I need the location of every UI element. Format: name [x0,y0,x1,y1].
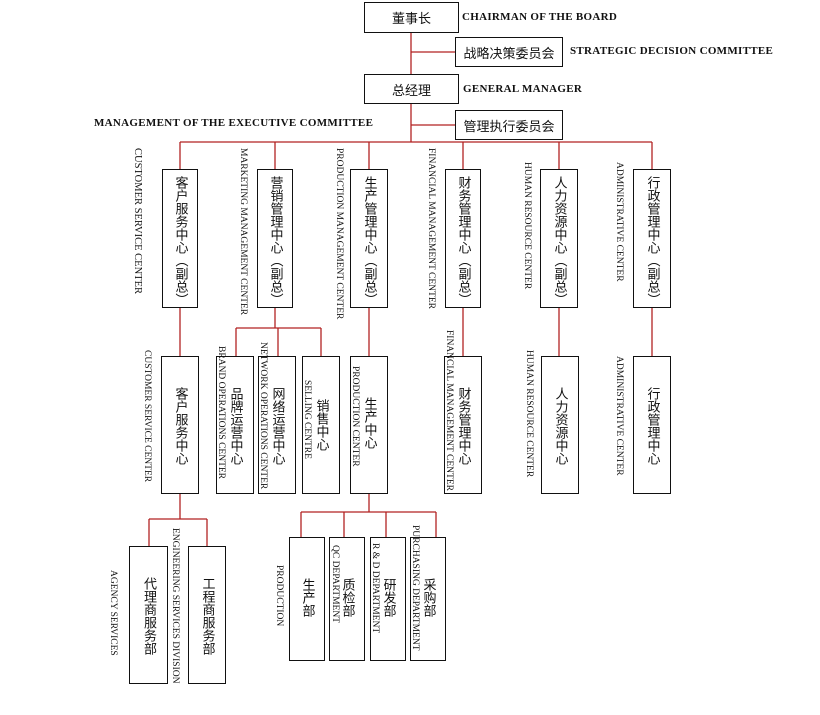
sub-selling-label-en: SELLING CENTRE [302,380,312,459]
center-administrative-label-en: ADMINISTRATIVE CENTER [614,162,624,282]
dept-purchasing-label-en: PURCHASING DEPARTMENT [410,525,420,651]
sub-brand-operations: 品牌运营中心 [216,356,254,494]
executive-committee-box: 管理执行委员会 [455,110,563,140]
dept-production: 生产部 [289,537,325,661]
sub-human-resource-label-en: HUMAN RESOURCE CENTER [524,350,534,478]
sub-administrative: 行政管理中心 [633,356,671,494]
sub-network-operations-label-en: NETWORK OPERATIONS CENTER [258,342,268,490]
center-customer-service: 客户服务中心（副总） [162,169,198,308]
sub-financial-label-en: FINANCIAL MANAGEMENT CENTER [444,330,454,491]
chairman-box: 董事长 [364,2,459,33]
center-production: 生产管理中心（副总） [350,169,388,308]
chairman-label-en: CHAIRMAN OF THE BOARD [462,11,618,23]
dept-production-label-en: PRODUCTION [274,565,284,627]
dept-purchasing: 采购部 [410,537,446,661]
dept-qc-label-en: QC DEPARTMENT [330,545,340,623]
dept-qc: 质检部 [329,537,365,661]
executive-committee-label-en: MANAGEMENT OF THE EXECUTIVE COMMITTEE [94,117,374,129]
dept-rnd: 研发部 [370,537,406,661]
strategic-committee-label-en: STRATEGIC DECISION COMMITTEE [570,45,774,57]
dept-engineering-services-label-en: ENGINEERING SERVICES DIVISION [170,528,180,684]
sub-customer-service-label-en: CUSTOMER SERVICE CENTER [142,350,152,483]
center-financial: 财务管理中心（副总） [445,169,481,308]
strategic-committee-box: 战略决策委员会 [455,37,563,67]
sub-network-operations: 网络运营中心 [258,356,296,494]
sub-customer-service: 客户服务中心 [161,356,199,494]
sub-selling: 销售中心 [302,356,340,494]
dept-rnd-label-en: R & D DEPARTMENT [370,543,380,634]
dept-engineering-services: 工程商服务部 [188,546,226,684]
center-human-resource: 人力资源中心（副总） [540,169,578,308]
dept-agency-services-label-en: AGENCY SERVICES [108,570,118,656]
sub-brand-operations-label-en: BRAND OPERATIONS CENTER [216,346,226,480]
center-administrative: 行政管理中心（副总） [633,169,671,308]
dept-agency-services: 代理商服务部 [129,546,168,684]
center-marketing-label-en: MARKETING MANAGEMENT CENTER [238,148,248,316]
center-financial-label-en: FINANCIAL MANAGEMENT CENTER [426,148,436,309]
center-marketing: 营销管理中心（副总） [257,169,293,308]
sub-administrative-label-en: ADMINISTRATIVE CENTER [614,356,624,476]
center-customer-service-label-en: CUSTOMER SERVICE CENTER [132,148,143,294]
general-manager-label-en: GENERAL MANAGER [463,83,583,95]
general-manager-box: 总经理 [364,74,459,104]
sub-financial: 财务管理中心 [444,356,482,494]
sub-human-resource: 人力资源中心 [541,356,579,494]
sub-production-label-en: PRODUCTION CENTER [350,366,360,467]
center-human-resource-label-en: HUMAN RESOURCE CENTER [522,162,532,290]
center-production-label-en: PRODUCTION MANAGEMENT CENTER [334,148,344,320]
sub-production: 生产中心 [350,356,388,494]
